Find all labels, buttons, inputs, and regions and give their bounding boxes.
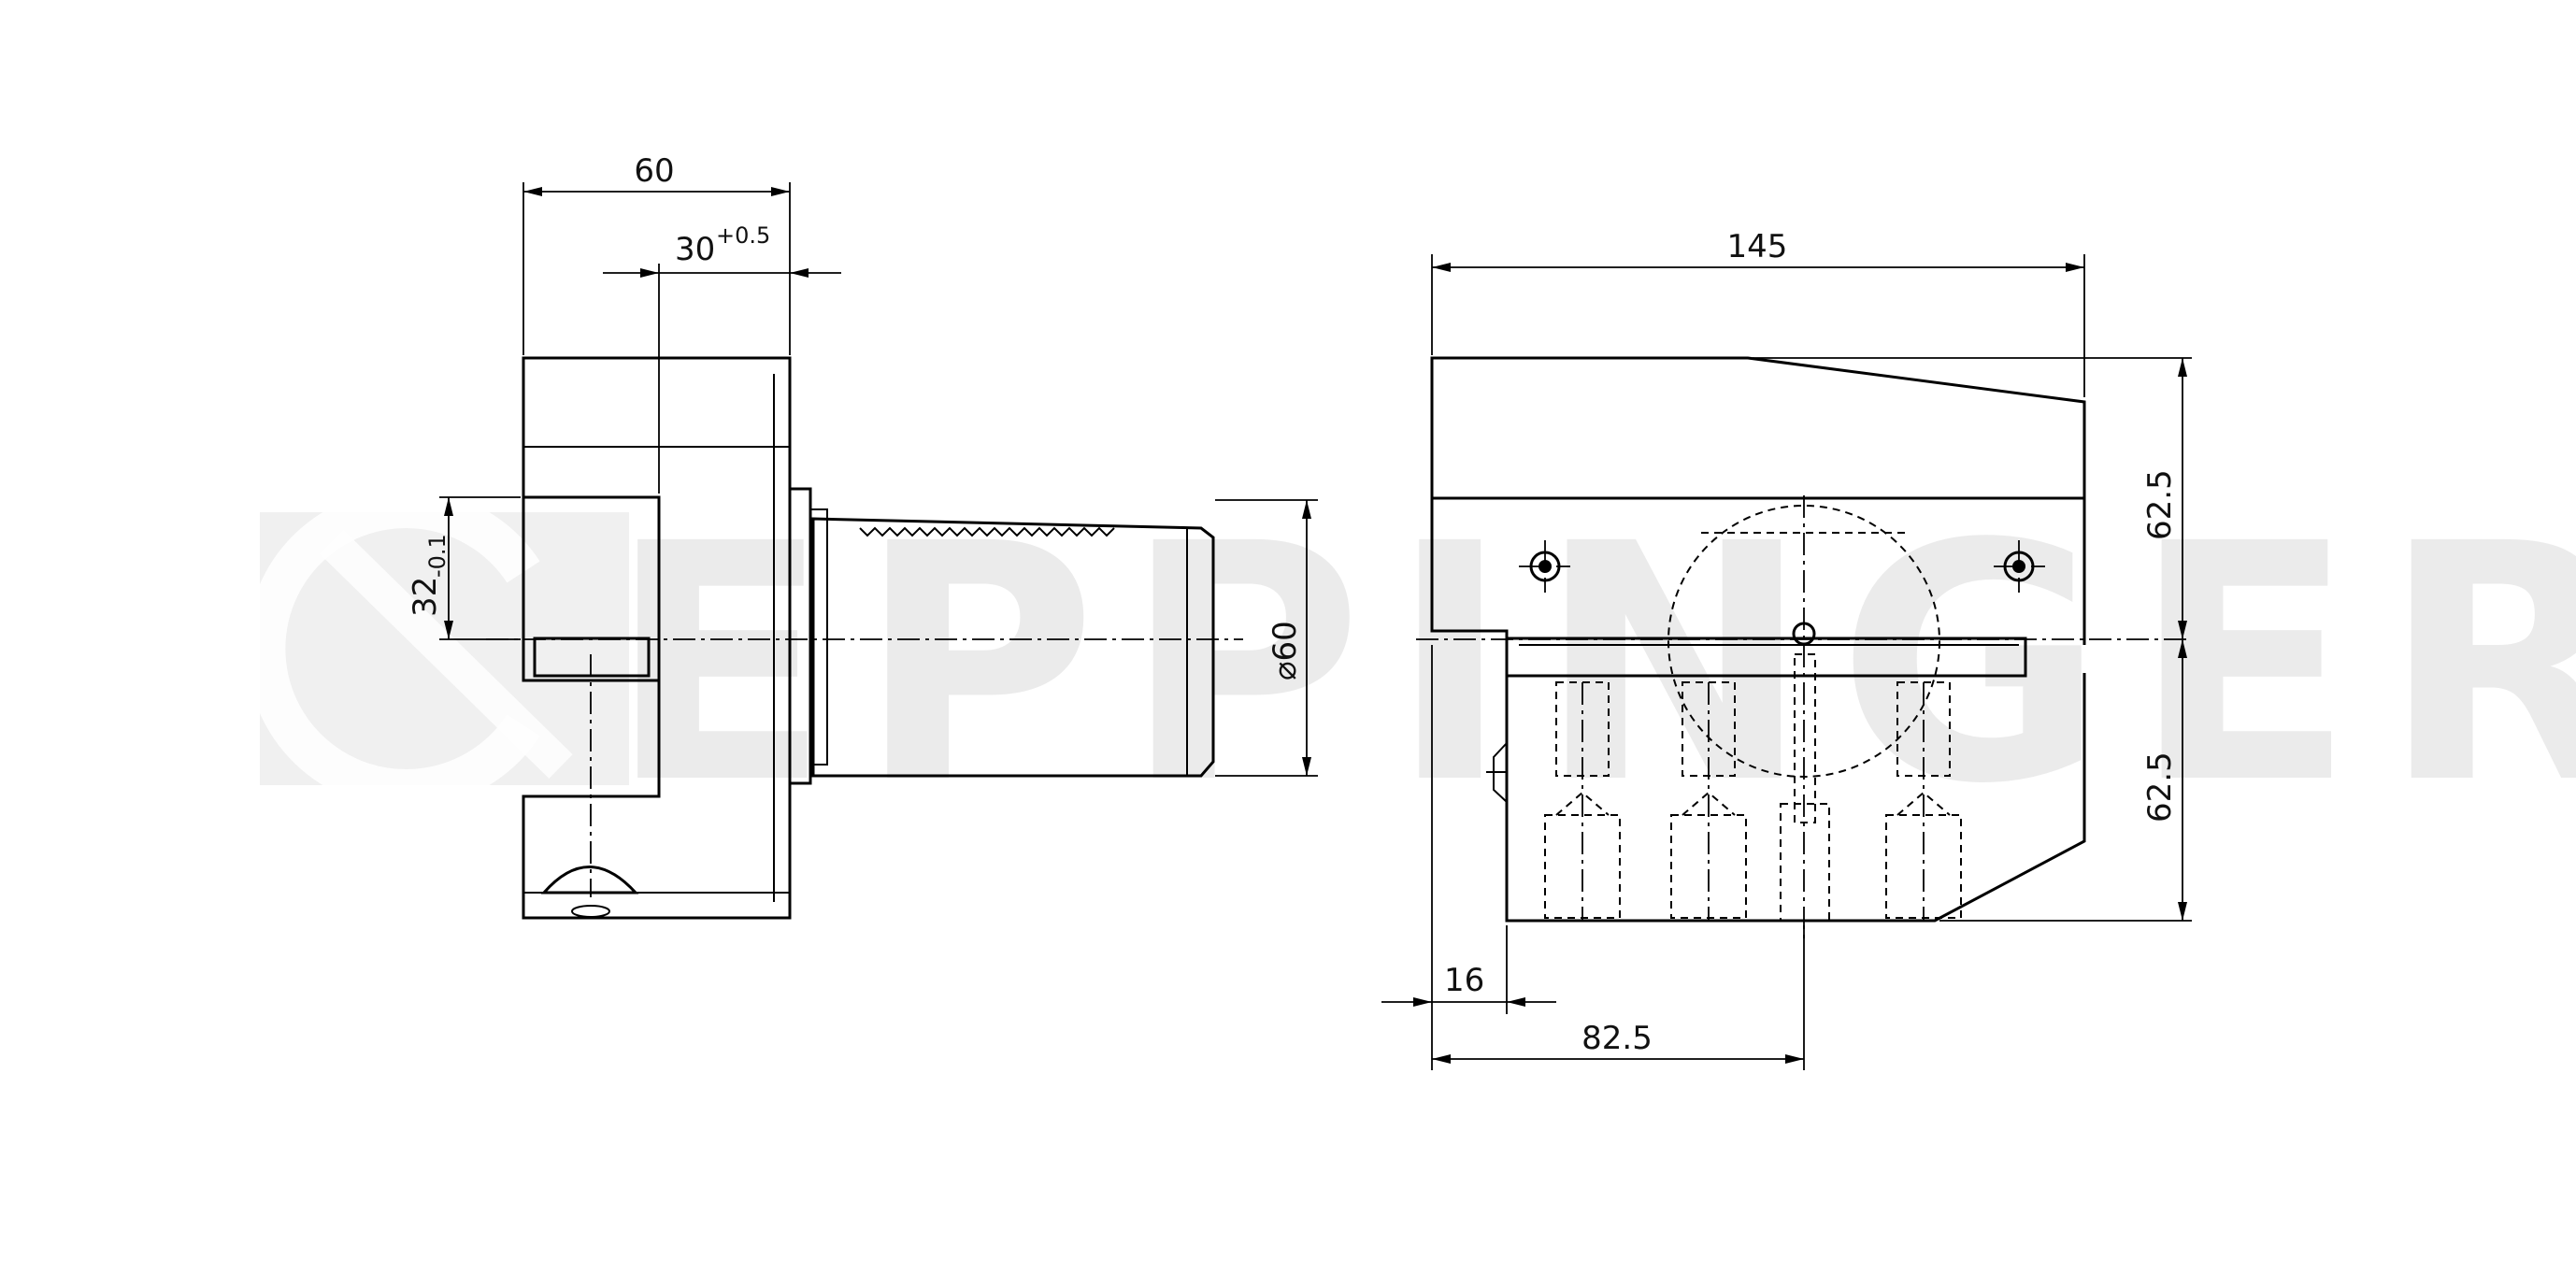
watermark-brand: EPPINGER	[608, 474, 2576, 855]
hidden-coolant-pin	[1780, 653, 1830, 922]
side-view	[486, 356, 1243, 920]
screw-hole-left	[1519, 540, 1570, 593]
hidden-screw-1	[1544, 681, 1621, 921]
dim-slot-tol: +0.5	[716, 222, 770, 249]
side-shank	[811, 517, 1215, 778]
dim-center-distance: 82.5	[1581, 1020, 1653, 1057]
side-serration	[859, 526, 1115, 537]
dim-overall-length: 145	[1727, 228, 1788, 265]
dim-overall-width: 60	[634, 152, 674, 190]
dim-offset: 16	[1444, 962, 1484, 999]
side-collar	[788, 487, 812, 785]
side-bottom-bore	[540, 866, 639, 894]
front-upper-body	[1430, 356, 2086, 500]
hidden-screw-2	[1670, 681, 1747, 921]
side-key	[533, 637, 651, 678]
dim-shank-diameter: ⌀60	[1267, 621, 1304, 680]
dim-lower-height: 62.5	[2141, 751, 2179, 823]
screw-hole-right	[1994, 540, 2045, 593]
side-dimensions: 60 30 +0.5 32 -0.1 ⌀60	[407, 152, 1318, 777]
front-clamp-bar	[1505, 637, 2027, 678]
dim-upper-height: 62.5	[2141, 469, 2179, 540]
dim-key-tol: -0.1	[424, 534, 451, 578]
dim-key-base: 32	[407, 577, 444, 617]
front-dimensions: 145 62.5 62.5 16 82.5	[1381, 228, 2192, 1070]
dim-slot-base: 30	[675, 231, 715, 268]
side-body-top	[522, 358, 661, 680]
front-view	[1416, 356, 2187, 944]
hidden-screw-3	[1885, 681, 1962, 921]
